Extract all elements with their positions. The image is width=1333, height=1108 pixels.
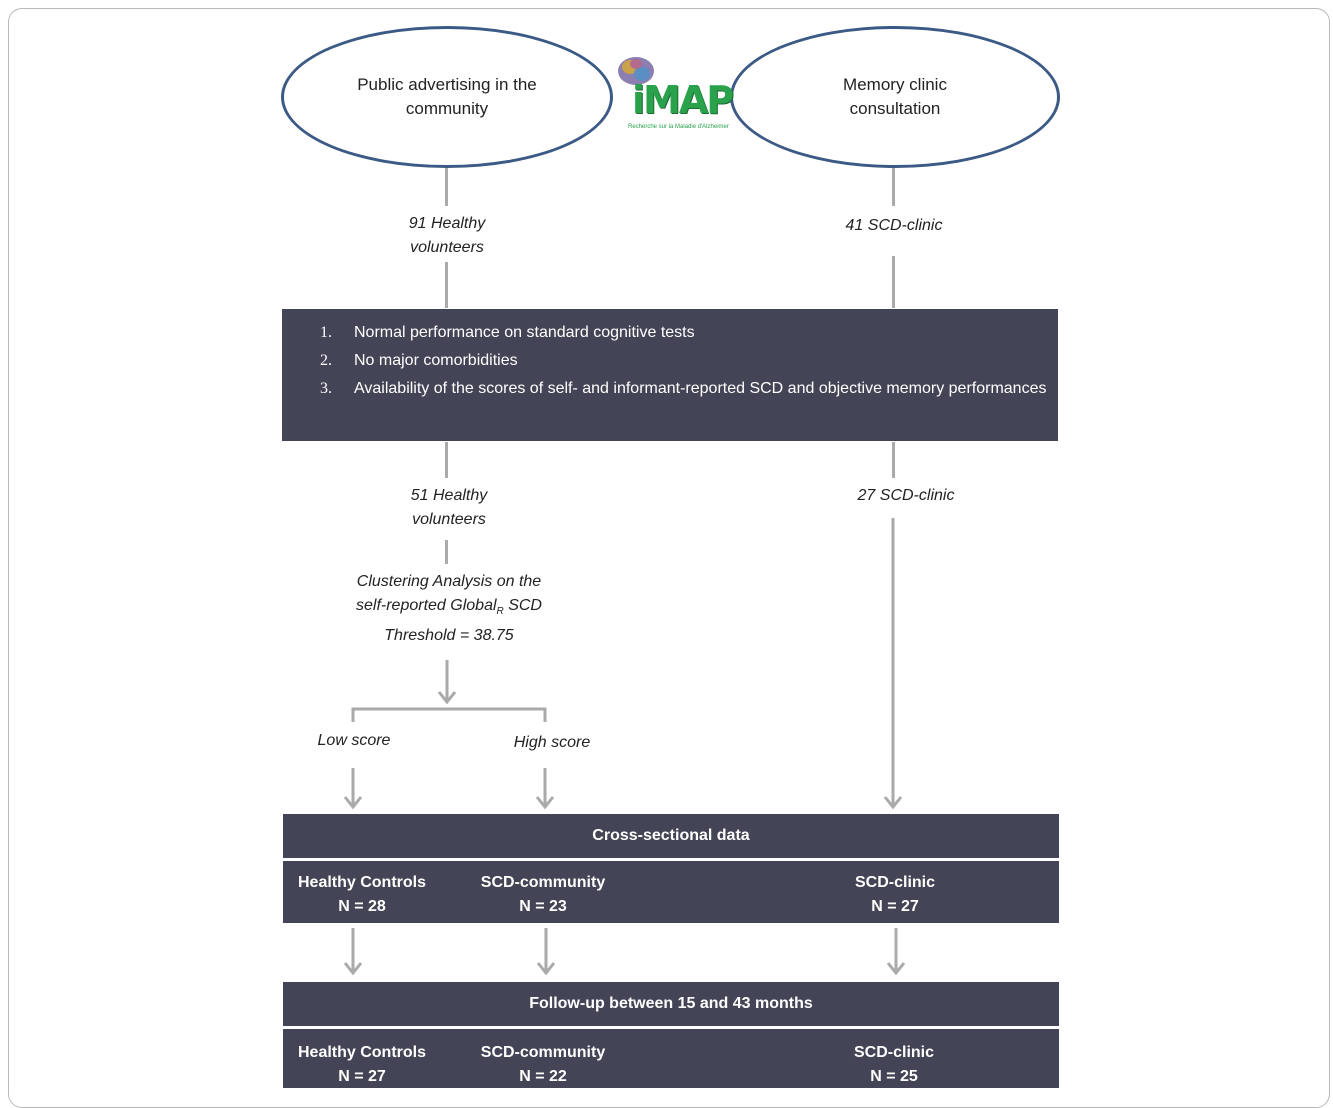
criterion-3: 3. Availability of the scores of self- a…	[320, 380, 1047, 397]
count-scd-clinic-27: 27 SCD-clinic	[857, 487, 955, 504]
follow-up-header: Follow-up between 15 and 43 months	[283, 982, 1059, 1026]
source-memory-clinic: Memory clinic consultation	[730, 26, 1060, 168]
group-scd-community-fu: SCD-community N = 22	[480, 1044, 606, 1085]
logo-wordmark: iMAP	[632, 78, 734, 122]
group-scd-community-cs: SCD-community N = 23	[480, 874, 606, 915]
high-score-label: High score	[513, 734, 591, 751]
arrow-clinic-head	[883, 796, 903, 810]
brain-icon	[618, 57, 654, 85]
count-scd-clinic-41: 41 SCD-clinic	[845, 217, 943, 234]
clustering-analysis-label: Clustering Analysis on the self-reported…	[356, 573, 542, 645]
arrow-low-head	[343, 796, 363, 810]
low-score-label: Low score	[317, 732, 391, 749]
criteria-list: 1. Normal performance on standard cognit…	[282, 319, 1058, 403]
connector-right-3	[892, 442, 895, 478]
imap-logo: iMAP Recherche sur la Maladie d'Alzheime…	[612, 54, 734, 138]
logo-subtitle: Recherche sur la Maladie d'Alzheimer	[628, 124, 729, 130]
count-healthy-51: 51 Healthy volunteers	[410, 487, 488, 528]
criterion-1: 1. Normal performance on standard cognit…	[320, 324, 695, 341]
connector-left-2	[445, 262, 448, 308]
connector-left-4	[445, 540, 448, 564]
source-right-line-1: Memory clinic	[843, 75, 947, 94]
group-healthy-controls-fu: Healthy Controls N = 27	[297, 1044, 426, 1085]
source-right-line-2: consultation	[849, 99, 941, 118]
arrow-community-followup-head	[536, 962, 556, 976]
group-healthy-controls-cs: Healthy Controls N = 28	[297, 874, 426, 915]
branch-connector	[351, 707, 547, 722]
source-public-advertising: Public advertising in the community	[281, 26, 613, 168]
arrow-to-split-head	[437, 691, 457, 705]
cross-sectional-header: Cross-sectional data	[283, 814, 1059, 858]
connector-left-1	[445, 168, 448, 206]
group-scd-clinic-fu: SCD-clinic N = 25	[853, 1044, 934, 1085]
connector-right-1	[892, 168, 895, 206]
cross-sectional-groups: Healthy Controls N = 28 SCD-community N …	[283, 861, 1059, 923]
arrow-clinic-followup-head	[886, 962, 906, 976]
source-left-line-1: Public advertising in the	[357, 75, 537, 94]
inclusion-criteria-box: 1. Normal performance on standard cognit…	[282, 309, 1058, 441]
connector-right-2	[892, 256, 895, 308]
arrow-hc-followup-head	[343, 962, 363, 976]
connector-left-3	[445, 442, 448, 478]
group-scd-clinic-cs: SCD-clinic N = 27	[854, 874, 935, 915]
count-healthy-91: 91 Healthy volunteers	[408, 215, 486, 256]
criterion-2: 2. No major comorbidities	[320, 352, 518, 369]
follow-up-groups: Healthy Controls N = 27 SCD-community N …	[283, 1029, 1059, 1088]
arrow-high-head	[535, 796, 555, 810]
source-left-line-2: community	[405, 99, 489, 118]
